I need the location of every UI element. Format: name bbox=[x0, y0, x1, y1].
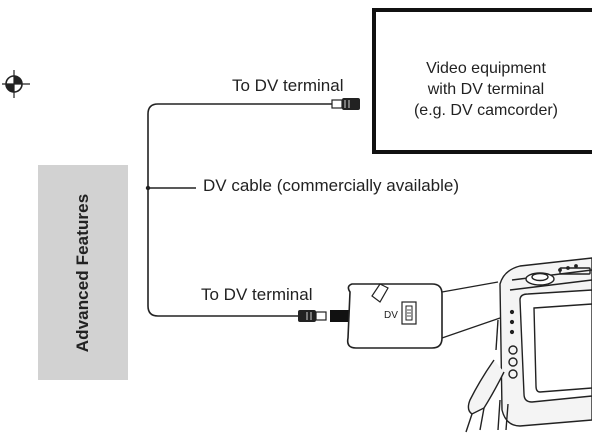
video-equipment-line-1: Video equipment bbox=[426, 60, 546, 77]
dv-cable-label: DV cable (commercially available) bbox=[203, 176, 460, 195]
video-equipment-line-3: (e.g. DV camcorder) bbox=[413, 102, 559, 119]
side-tab: Advanced Features bbox=[38, 165, 128, 380]
top-terminal-label: To DV terminal bbox=[232, 76, 344, 95]
dv-plug-bottom-icon bbox=[298, 310, 327, 322]
dv-cable-line bbox=[147, 103, 334, 317]
video-equipment-box: Video equipment with DV terminal (e.g. D… bbox=[372, 8, 592, 154]
dv-port-callout bbox=[346, 283, 443, 349]
registration-mark-icon bbox=[2, 70, 30, 98]
bottom-terminal-label: To DV terminal bbox=[201, 285, 313, 304]
callout-leader-2 bbox=[441, 317, 501, 339]
video-equipment-line-2: with DV terminal bbox=[427, 81, 545, 98]
video-equipment-text: Video equipment with DV terminal (e.g. D… bbox=[386, 58, 586, 121]
dv-port-label: DV bbox=[384, 310, 398, 321]
camera-illustration-icon bbox=[465, 257, 592, 433]
dv-plug-top-icon bbox=[331, 98, 360, 110]
callout-leader-1 bbox=[441, 281, 499, 293]
